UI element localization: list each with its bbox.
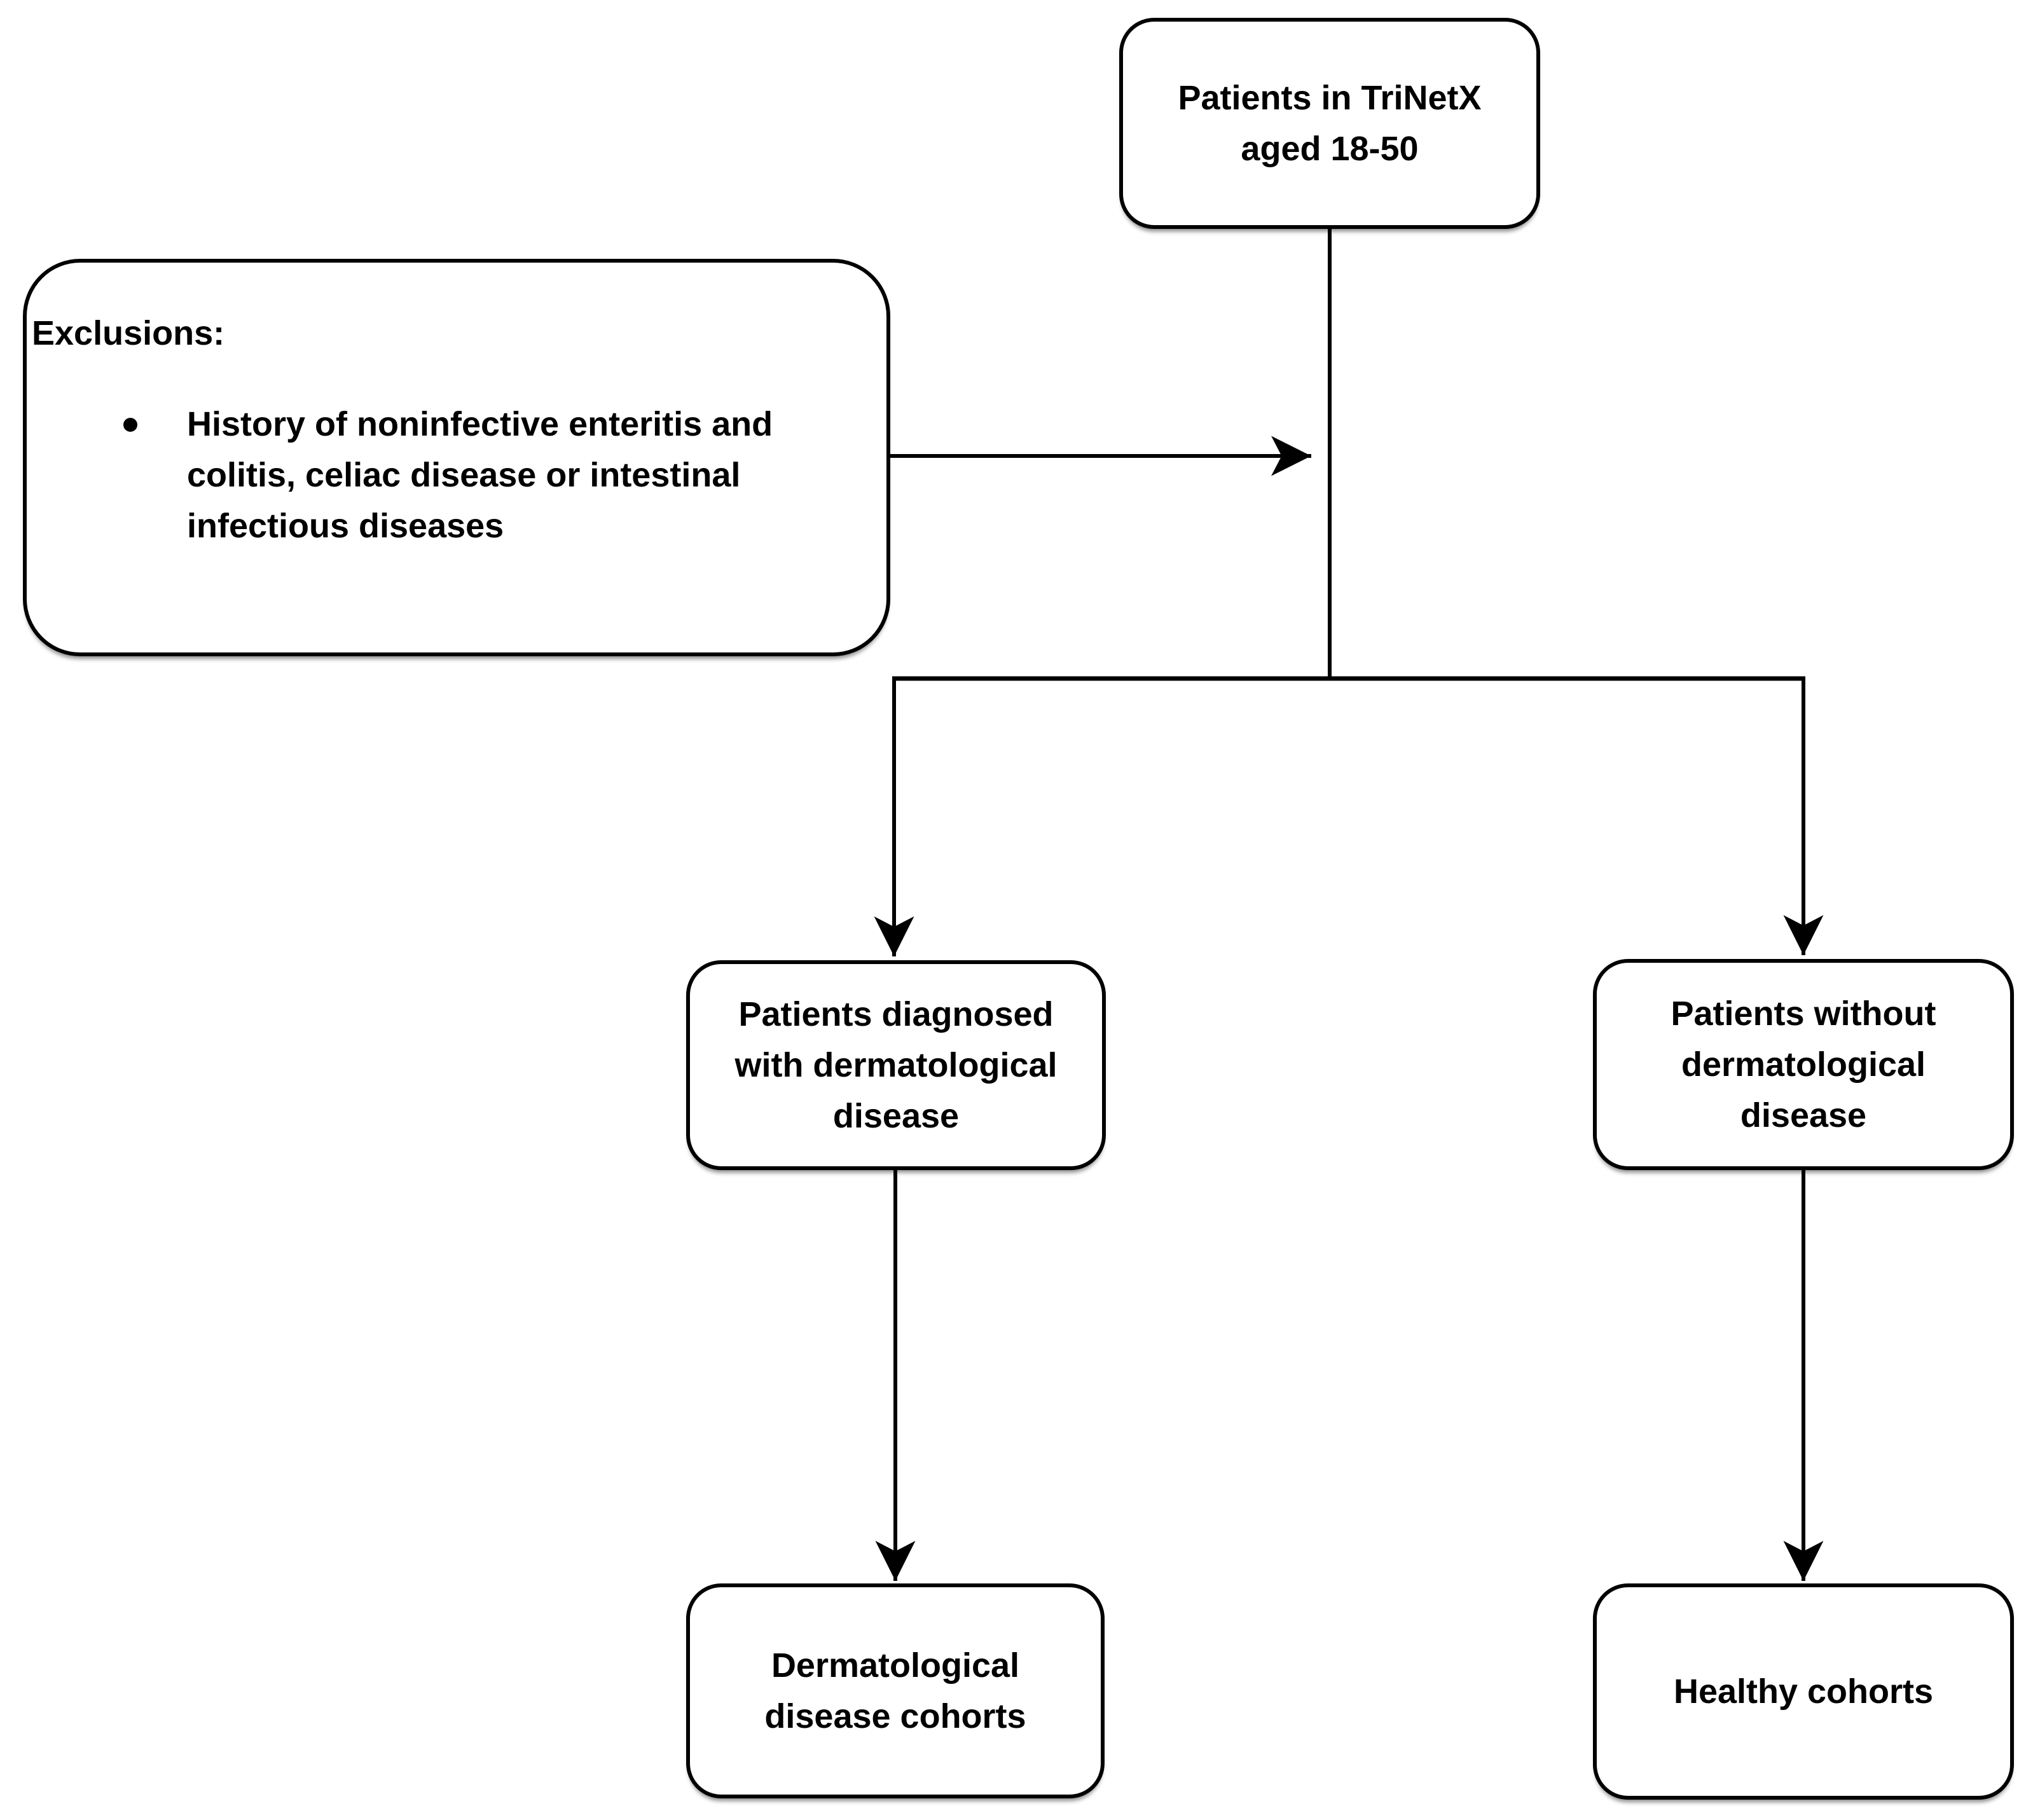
bullet-icon	[123, 418, 137, 432]
exclusions-bullet-item: History of noninfective enteritis and co…	[123, 399, 886, 551]
node-dermatological-cohorts: Dermatological disease cohorts	[686, 1583, 1105, 1798]
node-patients-diagnosed-label: Patients diagnosed with dermatological d…	[734, 995, 1058, 1135]
node-healthy-cohorts-label: Healthy cohorts	[1673, 1672, 1934, 1711]
node-patients-trinetx-label: Patients in TriNetX aged 18-50	[1178, 79, 1482, 168]
node-patients-without: Patients without dermatological disease	[1593, 959, 2014, 1170]
exclusions-title: Exclusions:	[32, 314, 225, 352]
node-patients-trinetx: Patients in TriNetX aged 18-50	[1119, 18, 1540, 229]
node-patients-without-label: Patients without dermatological disease	[1671, 995, 1936, 1134]
node-healthy-cohorts: Healthy cohorts	[1593, 1583, 2014, 1800]
node-exclusions: Exclusions: History of noninfective ente…	[23, 259, 890, 656]
exclusions-bullet-text: History of noninfective enteritis and co…	[187, 405, 773, 545]
node-patients-diagnosed: Patients diagnosed with dermatological d…	[686, 960, 1106, 1170]
node-dermatological-cohorts-label: Dermatological disease cohorts	[764, 1646, 1026, 1735]
